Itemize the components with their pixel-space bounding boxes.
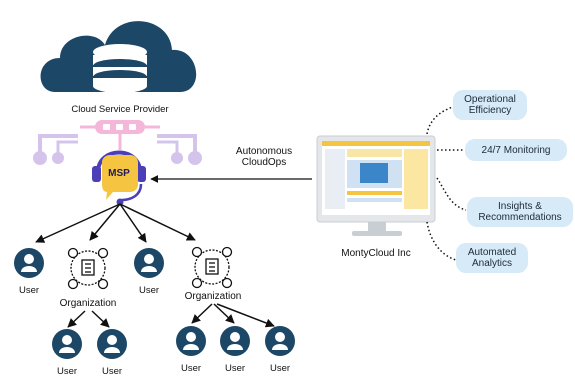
- user-label: User: [18, 285, 40, 296]
- cloud-provider-label: Cloud Service Provider: [71, 104, 169, 115]
- user-icon: [176, 326, 206, 356]
- tree-branches: [35, 203, 196, 243]
- user-label: User: [56, 366, 78, 377]
- organization-label: Organization: [184, 291, 242, 302]
- cloud-database-icon: [40, 21, 197, 93]
- arrow-label-line1: Autonomous: [235, 146, 293, 157]
- user-label: User: [269, 363, 291, 374]
- user-icon: [14, 248, 44, 278]
- organization-icon: [191, 246, 233, 289]
- user-label: User: [224, 363, 246, 374]
- user-icon: [97, 329, 127, 359]
- user-label: User: [101, 366, 123, 377]
- user-icon: [220, 326, 250, 356]
- montycloud-monitor-icon: [316, 135, 436, 236]
- organization-icon: [67, 247, 109, 290]
- arrow-label-line2: CloudOps: [241, 157, 287, 168]
- msp-label: MSP: [108, 168, 130, 179]
- user-label: User: [138, 285, 160, 296]
- user-avatars: [14, 248, 295, 359]
- cloud-connector-icon: [33, 120, 202, 165]
- feature-connectors: [426, 105, 467, 261]
- user-icon: [134, 248, 164, 278]
- organization-label: Organization: [59, 298, 117, 309]
- user-label: User: [180, 363, 202, 374]
- org-branches: [67, 303, 275, 328]
- user-icon: [265, 326, 295, 356]
- feature-insights: Insights &Recommendations: [467, 197, 573, 227]
- user-icon: [52, 329, 82, 359]
- msp-headset-icon: [92, 150, 146, 206]
- montycloud-label: MontyCloud Inc: [341, 248, 411, 259]
- feature-monitoring: 24/7 Monitoring: [465, 139, 567, 161]
